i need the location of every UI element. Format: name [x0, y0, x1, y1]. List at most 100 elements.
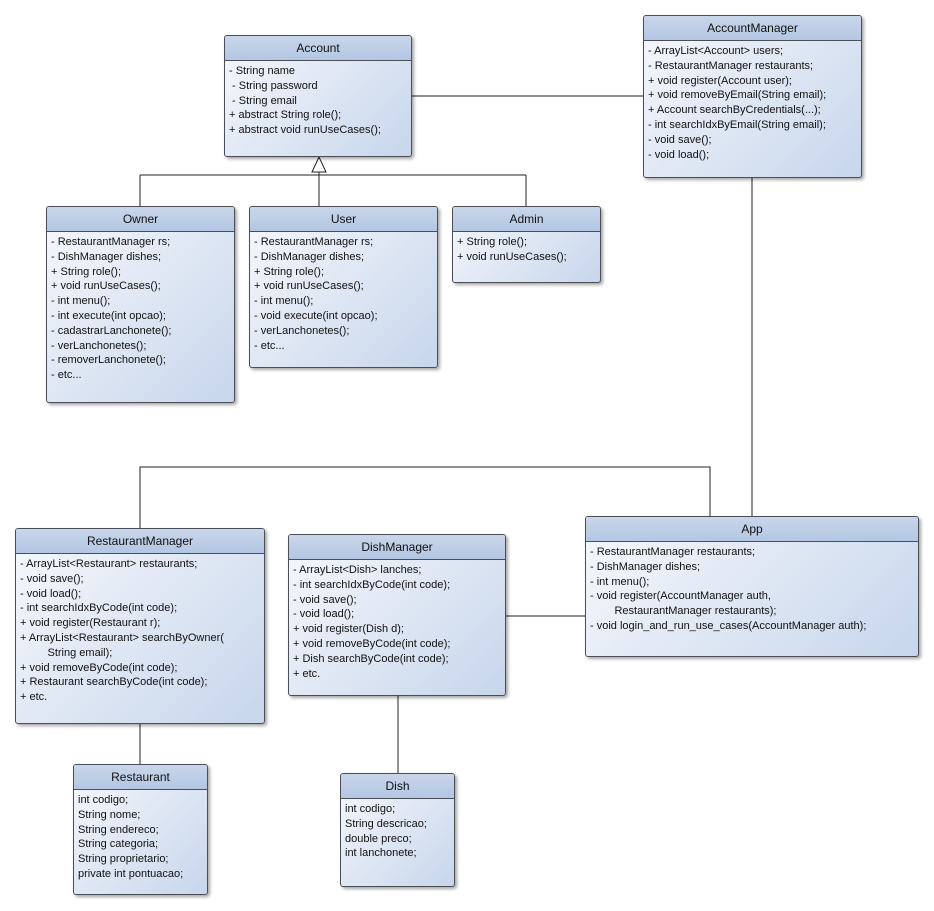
class-name: AccountManager: [644, 16, 861, 41]
class-name: Restaurant: [74, 765, 207, 790]
class-member: + void removeByEmail(String email);: [648, 89, 827, 102]
class-member: + etc.: [293, 667, 321, 680]
class-member: int lanchonete;: [345, 847, 417, 860]
class-member: - removerLanchonete();: [51, 354, 166, 367]
class-member: - RestaurantManager rs;: [254, 236, 374, 248]
class-member: - String password: [229, 79, 318, 92]
class-member: + abstract String role();: [229, 109, 342, 122]
class-member: + ArrayList<Restaurant> searchByOwner(: [20, 631, 224, 644]
member-list: - ArrayList<Dish> lanches; - int searchId…: [289, 560, 505, 685]
class-member: - verLanchonetes();: [51, 339, 147, 352]
class-member: - void save();: [648, 133, 712, 146]
class-member: + Dish searchByCode(int code);: [293, 652, 449, 665]
class-member: String email);: [20, 646, 113, 659]
class-name: User: [250, 207, 437, 232]
class-member: + void runUseCases();: [51, 280, 161, 293]
class-member: - etc...: [254, 339, 285, 352]
class-member: double preco;: [345, 832, 412, 845]
class-member: - int searchIdxByCode(int code);: [293, 578, 451, 591]
class-member: - RestaurantManager restaurants;: [648, 59, 814, 72]
class-member: - void register(AccountManager auth,: [590, 590, 771, 603]
class-member: - ArrayList<Restaurant> restaurants;: [20, 558, 198, 570]
class-member: - DishManager dishes;: [254, 250, 365, 263]
class-member: - DishManager dishes;: [590, 560, 701, 573]
class-member: - RestaurantManager restaurants;: [590, 546, 756, 558]
class-member: - String name: [229, 65, 296, 77]
member-list: - ArrayList<Restaurant> restaurants; - vo…: [16, 554, 264, 709]
class-member: - etc...: [51, 369, 82, 382]
class-member: + String role();: [254, 265, 324, 278]
class-member: String categoria;: [78, 838, 159, 851]
class-member: - void load();: [20, 587, 82, 600]
class-member: - DishManager dishes;: [51, 250, 162, 263]
class-member: String proprietario;: [78, 853, 169, 866]
class-member: - int menu();: [51, 295, 111, 308]
class-user[interactable]: User - RestaurantManager rs; - DishManage…: [249, 206, 438, 368]
class-admin[interactable]: Admin + String role(); + void runUseCases…: [452, 206, 601, 283]
class-member: + String role();: [51, 265, 121, 278]
class-name: Admin: [453, 207, 600, 232]
class-account[interactable]: Account - String name - String password …: [224, 35, 412, 157]
class-member: String nome;: [78, 808, 141, 821]
class-member: + abstract void runUseCases();: [229, 124, 381, 137]
class-member: - void load();: [648, 148, 710, 161]
member-list: - ArrayList<Account> users; - RestaurantM…: [644, 41, 861, 166]
member-list: - String name - String password - String…: [225, 61, 411, 142]
class-member: - void execute(int opcao);: [254, 309, 378, 322]
class-member: - void save();: [293, 593, 357, 606]
class-name: Account: [225, 36, 411, 61]
class-member: + void register(Account user);: [648, 74, 792, 87]
class-dish[interactable]: Dish int codigo; String descricao; double …: [340, 773, 455, 887]
class-member: String descricao;: [345, 817, 427, 830]
class-member: RestaurantManager restaurants);: [590, 605, 777, 618]
class-member: + void register(Dish d);: [293, 623, 404, 636]
class-member: + Account searchByCredentials(...);: [648, 104, 821, 117]
class-member: - int menu();: [254, 295, 314, 308]
class-member: - void load();: [293, 608, 355, 621]
class-member: - String email: [229, 94, 297, 107]
class-name: DishManager: [289, 535, 505, 560]
class-name: Dish: [341, 774, 454, 799]
class-member: - int execute(int opcao);: [51, 309, 166, 322]
class-member: int codigo;: [345, 803, 396, 815]
class-restaurantmanager[interactable]: RestaurantManager - ArrayList<Restaurant…: [15, 528, 265, 724]
class-member: + String role();: [457, 236, 527, 248]
class-member: + Restaurant searchByCode(int code);: [20, 676, 208, 689]
class-name: Owner: [47, 207, 234, 232]
member-list: + String role(); + void runUseCases();: [453, 232, 600, 269]
inheritance-arrowhead: [311, 155, 327, 173]
class-member: String endereco;: [78, 823, 159, 836]
class-member: private int pontuacao;: [78, 867, 184, 880]
class-member: + void removeByCode(int code);: [20, 661, 178, 674]
class-member: - ArrayList<Dish> lanches;: [293, 564, 422, 576]
member-list: - RestaurantManager rs; - DishManager dis…: [47, 232, 234, 387]
class-member: + void removeByCode(int code);: [293, 637, 451, 650]
class-member: - verLanchonetes();: [254, 324, 350, 337]
class-member: - ArrayList<Account> users;: [648, 45, 784, 57]
member-list: - RestaurantManager rs; - DishManager dis…: [250, 232, 437, 357]
class-member: + void runUseCases();: [254, 280, 364, 293]
member-list: int codigo; String nome; String endereco; S…: [74, 790, 207, 886]
class-owner[interactable]: Owner - RestaurantManager rs; - DishManag…: [46, 206, 235, 403]
member-list: int codigo; String descricao; double preco…: [341, 799, 454, 865]
class-member: + etc.: [20, 691, 48, 704]
class-member: + void runUseCases();: [457, 250, 567, 263]
member-list: - RestaurantManager restaurants; - DishMa…: [586, 542, 918, 638]
class-name: App: [586, 517, 918, 542]
association-restaurantmanager-app: [139, 466, 711, 528]
class-member: + void register(Restaurant r);: [20, 617, 161, 630]
class-restaurant[interactable]: Restaurant int codigo; String nome; String…: [73, 764, 208, 895]
class-member: - RestaurantManager rs;: [51, 236, 171, 248]
class-member: - void login_and_run_use_cases(AccountMa…: [590, 619, 867, 632]
class-member: - int searchIdxByEmail(String email);: [648, 118, 826, 131]
class-member: - int searchIdxByCode(int code);: [20, 602, 178, 615]
class-member: - cadastrarLanchonete();: [51, 324, 172, 337]
class-member: - void save();: [20, 572, 84, 585]
class-dishmanager[interactable]: DishManager - ArrayList<Dish> lanches;- …: [288, 534, 506, 696]
class-app[interactable]: App - RestaurantManager restaurants; - Di…: [585, 516, 919, 657]
class-member: - int menu();: [590, 575, 650, 588]
class-name: RestaurantManager: [16, 529, 264, 554]
class-member: int codigo;: [78, 794, 129, 806]
class-accountmanager[interactable]: AccountManager - ArrayList<Account> user…: [643, 15, 862, 178]
